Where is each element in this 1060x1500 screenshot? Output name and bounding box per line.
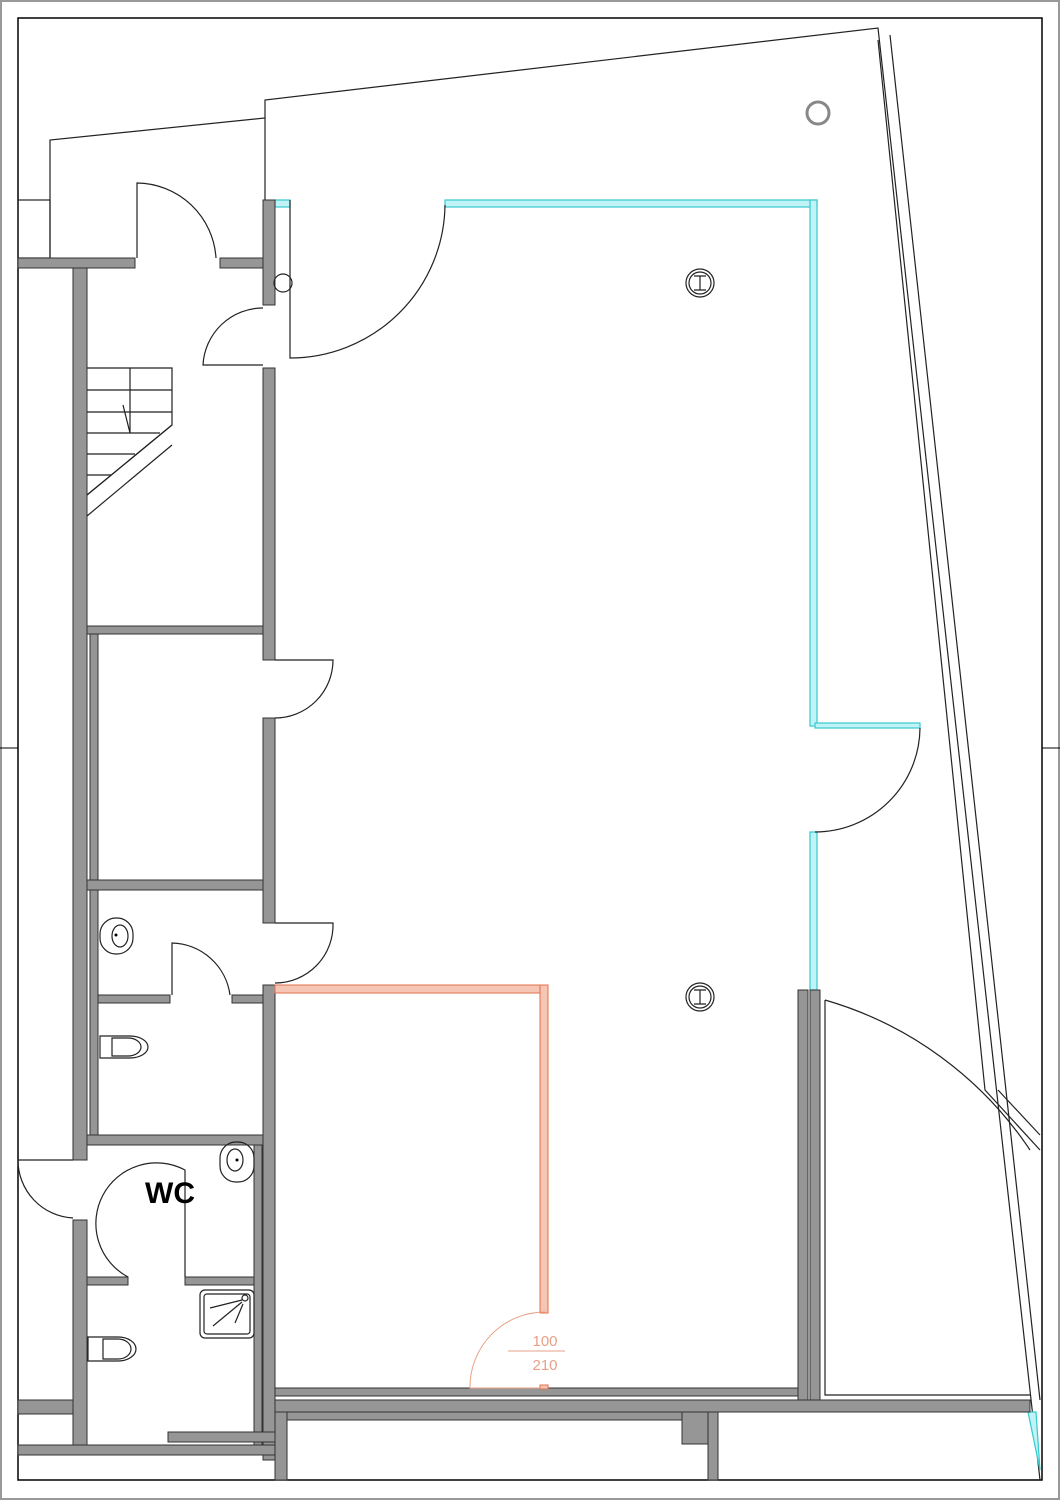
door-tag-width: 100 <box>532 1333 557 1350</box>
drawing-frame <box>17 17 1043 1481</box>
staircase <box>86 367 173 517</box>
fixtures <box>87 100 831 1362</box>
sink-icon <box>219 1141 255 1183</box>
door-wc <box>17 1159 74 1219</box>
sink-icon <box>99 917 134 955</box>
column-icon <box>685 982 715 1012</box>
door-main <box>289 200 446 359</box>
drain-icon <box>805 100 831 126</box>
walls <box>17 199 1031 1481</box>
building-outline <box>17 27 1041 1481</box>
toilet-icon <box>87 1336 137 1362</box>
door-garage-frame <box>824 1000 1030 1396</box>
door-stair <box>202 307 264 366</box>
toilet-icon <box>99 1035 149 1059</box>
doors <box>17 182 1031 1396</box>
door-washroom-inner <box>171 942 231 996</box>
door-tag-height: 210 <box>532 1357 557 1374</box>
column-icon <box>685 268 715 298</box>
door-entry <box>136 182 217 259</box>
door-terrace <box>814 727 921 833</box>
door-garage <box>824 999 1031 1151</box>
room-label-wc: WC <box>145 1177 195 1210</box>
glazing <box>274 199 1041 1471</box>
door-washroom <box>274 922 334 984</box>
pipe-icon <box>273 273 293 293</box>
door-new <box>469 1311 546 1389</box>
new-partition <box>274 984 549 1390</box>
shower-icon <box>199 1289 255 1339</box>
door-storage <box>274 659 334 719</box>
door-wc-inner <box>95 1162 186 1278</box>
